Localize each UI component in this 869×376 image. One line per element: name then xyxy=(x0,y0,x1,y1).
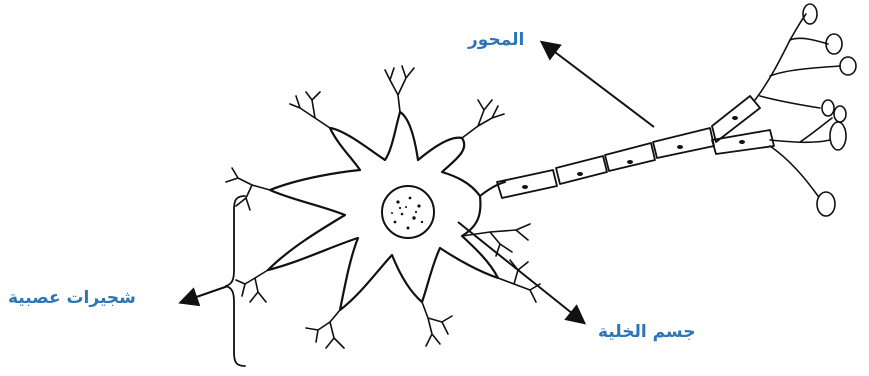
axon-arrow xyxy=(543,43,654,127)
dendrites-bracket xyxy=(226,196,245,366)
cell-body-arrow xyxy=(458,222,583,322)
dendrites-label: شجيرات عصبية xyxy=(8,288,136,308)
axon-label: المحور xyxy=(468,30,524,50)
dendrites-arrow xyxy=(182,286,228,302)
axon xyxy=(480,4,856,216)
cell-body xyxy=(268,112,498,310)
cell-body-label: جسم الخلية xyxy=(598,322,695,342)
